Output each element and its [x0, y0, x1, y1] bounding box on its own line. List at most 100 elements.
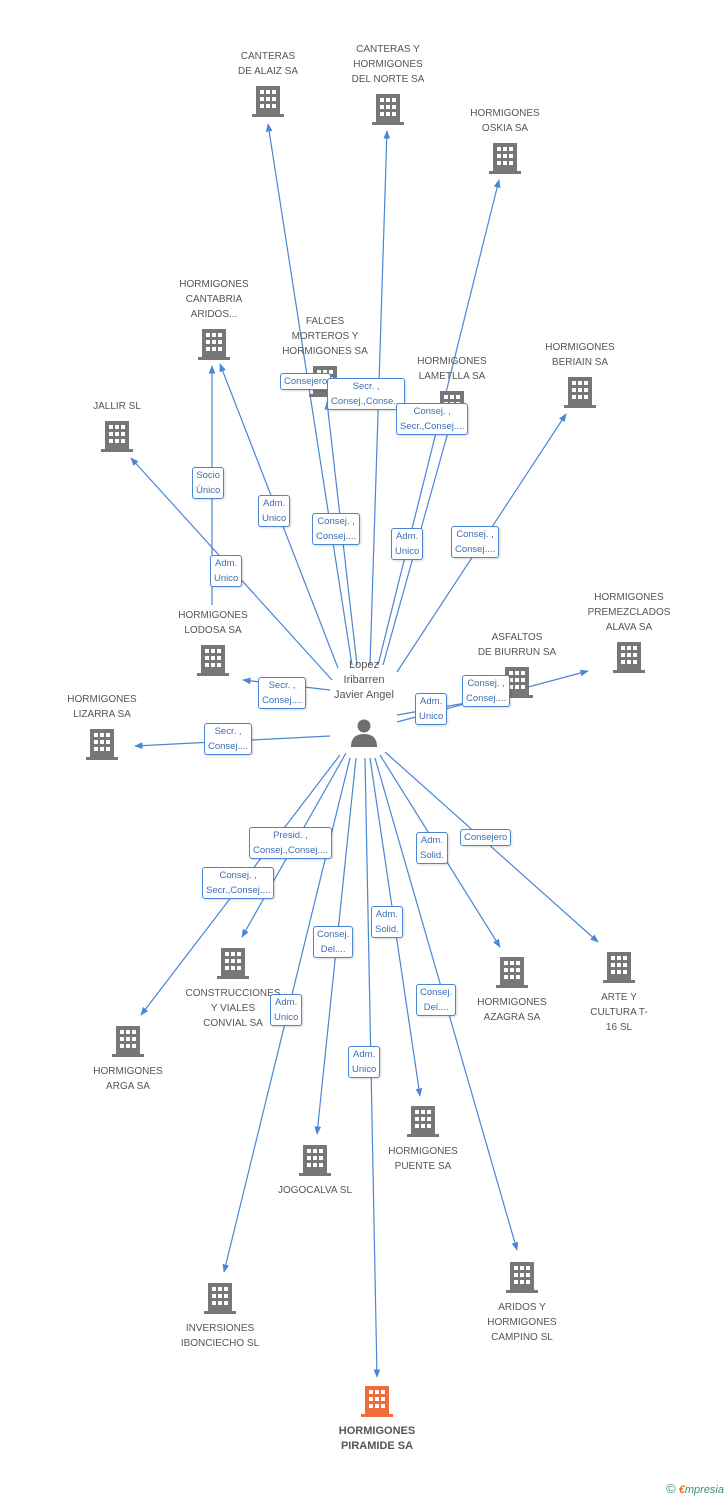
person-name-line: Javier Angel [334, 689, 394, 701]
brand-logo-text: mpresia [684, 1484, 724, 1496]
building-icon [603, 952, 635, 983]
building-icon [564, 377, 596, 408]
building-icon [86, 729, 118, 760]
company-label-falces: FALCES [306, 316, 345, 327]
company-node-ibonciecho[interactable]: INVERSIONES IBONCIECHO SL [181, 1283, 260, 1349]
role-label-falces[interactable]: Consejero [280, 373, 332, 390]
role-label-campino[interactable]: Consej.Del.... [416, 984, 457, 1016]
role-text: Secr. , [268, 680, 296, 691]
role-label-arga[interactable]: Consej. , Secr.,Consej.... [202, 867, 275, 899]
role-label-canteras-norte[interactable]: Consej. ,Consej.... [312, 513, 361, 545]
empresia-footer[interactable]: ©€mpresia [666, 1481, 724, 1496]
role-text: Consej. , [219, 870, 257, 881]
company-label-ibonciecho: IBONCIECHO SL [181, 1338, 260, 1349]
role-text: Consej.,Consej.... [253, 845, 328, 856]
company-node-jallir[interactable]: JALLIR SL [93, 401, 141, 452]
role-text: Adm. [420, 696, 443, 707]
company-label-arga: HORMIGONES [93, 1066, 163, 1077]
company-label-lizarra: HORMIGONES [67, 694, 137, 705]
company-label-convial: Y VIALES [211, 1003, 256, 1014]
building-icon [217, 948, 249, 979]
company-label-lametlla: HORMIGONES [417, 356, 487, 367]
role-text: Consej.... [208, 741, 249, 752]
role-text: Adm. [263, 498, 286, 509]
role-label-convial[interactable]: Presid. ,Consej.,Consej.... [249, 827, 332, 859]
role-text: Consej. , [467, 678, 505, 689]
person-name-line: Iribarren [344, 674, 385, 686]
company-label-canteras-norte: HORMIGONES [353, 59, 423, 70]
building-icon [198, 329, 230, 360]
role-label-lodosa[interactable]: Adm.Unico [210, 555, 243, 587]
role-text: Adm. [420, 835, 443, 846]
company-label-campino: CAMPINO SL [491, 1332, 553, 1343]
role-label-jogocalva[interactable]: Consej.Del.... [313, 926, 354, 958]
edge-arte [384, 751, 599, 943]
role-label-premezclados-adm[interactable]: Adm. Unico [415, 693, 448, 725]
company-label-arte: 16 SL [606, 1022, 633, 1033]
role-text: Unico [352, 1064, 377, 1075]
company-node-asfaltos[interactable]: ASFALTOS DE BIURRUN SA [478, 632, 557, 698]
company-label-beriain: BERIAIN SA [552, 357, 608, 368]
role-text: Adm. [215, 558, 238, 569]
company-label-puente: PUENTE SA [395, 1161, 452, 1172]
role-text: Consej.,Conse... [331, 396, 402, 407]
role-text: Consej.... [455, 544, 496, 555]
role-text: Consej.... [466, 693, 507, 704]
role-label-premezclados[interactable]: Consej. , Consej.... [462, 675, 511, 707]
role-text: Del.... [320, 944, 346, 955]
role-label-oskia[interactable]: Adm.Unico [391, 528, 424, 560]
role-label-asfaltos[interactable]: Secr. ,Consej.... [258, 677, 307, 709]
role-text: Solid. [420, 850, 444, 861]
role-text: Consejero [464, 832, 508, 843]
company-label-campino: HORMIGONES [487, 1317, 557, 1328]
role-label-arte[interactable]: Consejero [460, 829, 512, 846]
role-label-puente[interactable]: Adm.Solid. [371, 906, 403, 938]
company-label-asfaltos: ASFALTOS [492, 632, 543, 643]
role-label-beriain[interactable]: Consej. ,Consej.... [451, 526, 500, 558]
role-text: Consej. , [413, 406, 451, 417]
company-label-falces: HORMIGONES SA [282, 346, 368, 357]
company-label-canteras-alaiz: CANTERAS [241, 51, 296, 62]
company-label-cantabria: HORMIGONES [179, 279, 249, 290]
role-label-azagra[interactable]: Adm. Solid. [416, 832, 448, 864]
company-label-arte: ARTE Y [601, 992, 637, 1003]
role-label-lizarra[interactable]: Secr. ,Consej.... [204, 723, 253, 755]
role-label-lametlla[interactable]: Consej. , Secr.,Consej.... [396, 403, 469, 435]
company-node-jogocalva[interactable]: JOGOCALVA SL [278, 1145, 353, 1196]
role-label-canteras-alaiz[interactable]: Secr. ,Consej.,Conse... [327, 378, 406, 410]
role-text: Adm. [353, 1049, 376, 1060]
company-label-oskia: HORMIGONES [470, 108, 540, 119]
building-icon [252, 86, 284, 117]
company-label-jogocalva: JOGOCALVA SL [278, 1185, 353, 1196]
role-text: Unico [419, 711, 444, 722]
company-label-ibonciecho: INVERSIONES [186, 1323, 255, 1334]
role-label-cantabria[interactable]: Adm.Unico [258, 495, 291, 527]
role-text: Secr.,Consej.... [400, 421, 465, 432]
company-node-cantabria[interactable]: HORMIGONESCANTABRIAARIDOS... [179, 279, 249, 360]
role-label-piramide[interactable]: Adm. Unico [348, 1046, 381, 1078]
role-text: Consej.... [316, 531, 357, 542]
role-label-ibonciecho[interactable]: Adm.Unico [270, 994, 303, 1026]
company-label-asfaltos: DE BIURRUN SA [478, 647, 557, 658]
role-text: Secr.,Consej.... [206, 885, 271, 896]
copyright-icon: © [666, 1481, 676, 1496]
company-label-lodosa: HORMIGONES [178, 610, 248, 621]
